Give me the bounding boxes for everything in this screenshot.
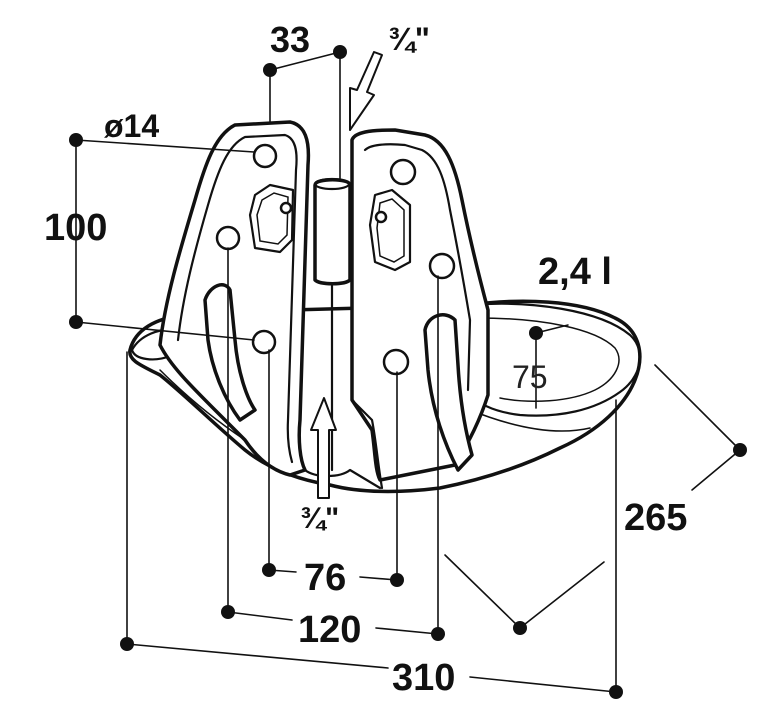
dim-120-line-right [375, 627, 439, 635]
left-lug [203, 283, 257, 422]
dimensions [69, 45, 747, 699]
arrow-top-icon [349, 51, 383, 131]
dim-33-line [269, 51, 341, 71]
right-recess-inner [376, 198, 405, 263]
hole-left-bottom [251, 329, 277, 355]
dim-265-ext-bottom-right [519, 561, 605, 629]
pipe-base [303, 468, 382, 490]
left-mount-plate [158, 120, 311, 477]
dim-75-dot [529, 326, 543, 340]
label-75: 75 [512, 359, 548, 395]
thread-arrows [310, 51, 383, 499]
dim-265-ext-bottom-left [444, 554, 521, 629]
left-recess [248, 183, 295, 254]
right-recess-dot [374, 210, 388, 224]
pipe-opening [313, 177, 351, 191]
label-dia14: ø14 [104, 108, 159, 144]
left-curve [159, 369, 246, 441]
labels: 33 ¾" ø14 100 2,4 l 75 265 ¾" 76 120 310 [44, 19, 687, 699]
label-100: 100 [44, 207, 107, 249]
right-plate-edge [350, 398, 384, 490]
label-volume: 2,4 l [538, 251, 612, 293]
dim-310-dot-left [120, 637, 134, 651]
center-pipe [303, 177, 382, 490]
dim-33-dot-right [333, 45, 347, 59]
label-310: 310 [392, 657, 455, 699]
label-265: 265 [624, 497, 687, 539]
hole-left-top [252, 143, 278, 169]
right-lug [423, 313, 474, 472]
right-recess [368, 188, 412, 272]
right-mount-plate [350, 128, 490, 490]
dim-265-dot-bottom [513, 621, 527, 635]
dim-310-line-right [469, 676, 617, 693]
dim-120-dot-right [431, 627, 445, 641]
hole-right-top [389, 158, 417, 186]
label-thread-top: ¾" [388, 21, 430, 57]
bowl-rim [468, 302, 641, 417]
pipe-body [313, 178, 352, 286]
dim-33-dot-left [263, 63, 277, 77]
dim-76-dot-right [390, 573, 404, 587]
bowl-inner [477, 317, 620, 402]
left-recess-dot [279, 201, 293, 215]
dim-310-dot-right [609, 685, 623, 699]
dim-100-dot-top [69, 133, 83, 147]
label-thread-bottom: ¾" [300, 502, 339, 535]
label-120: 120 [298, 609, 361, 651]
bowl-lower-curve [469, 409, 591, 432]
left-plate-outer [158, 120, 311, 477]
left-plate-inner [176, 133, 298, 464]
dim-310-line-left [126, 643, 389, 669]
dim-265-ext-top [654, 364, 741, 451]
label-33: 33 [270, 19, 310, 60]
dim-dia14-line [75, 139, 255, 153]
dim-265-dot [733, 443, 747, 457]
dim-120-dot-left [221, 605, 235, 619]
hole-right-bottom [382, 348, 410, 376]
dim-120-line-left [227, 611, 293, 621]
dim-100-dot-bottom [69, 315, 83, 329]
dim-100-ext [75, 321, 255, 341]
left-recess-inner [256, 192, 289, 245]
hole-left-mid [215, 225, 241, 251]
hole-right-mid [428, 252, 456, 280]
arrow-bottom-icon [310, 397, 337, 499]
label-76: 76 [304, 557, 346, 599]
dim-76-dot-left [262, 563, 276, 577]
dim-265-line [691, 449, 741, 491]
right-plate-inner [363, 143, 472, 392]
